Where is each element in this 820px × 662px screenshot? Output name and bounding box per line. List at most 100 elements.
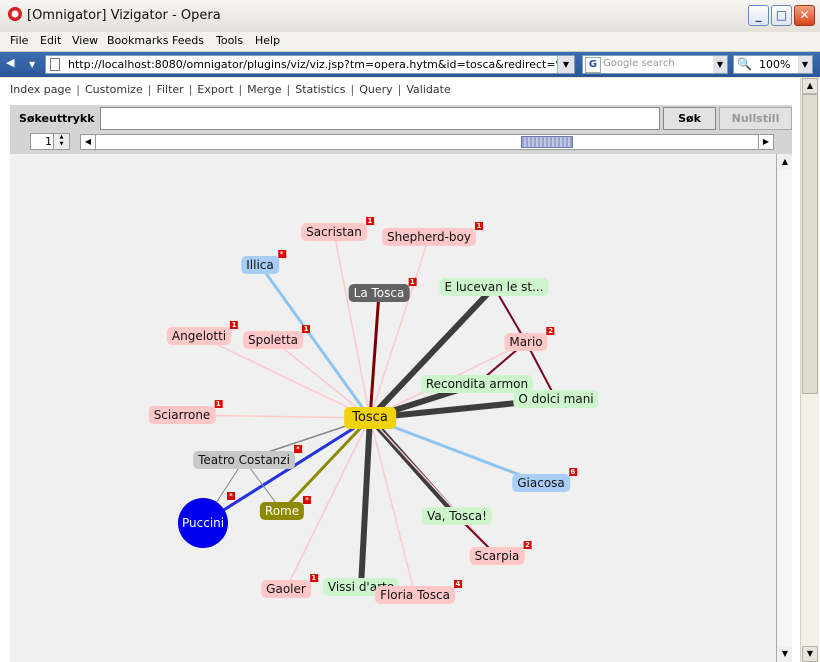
page-scrollbar[interactable]: ▲ ▼	[800, 78, 819, 662]
edge-tosca-elucevan	[367, 284, 497, 421]
web-search-placeholder[interactable]: Google search	[603, 58, 675, 69]
edge-tosca-puccini	[202, 416, 371, 525]
page-scroll-thumb[interactable]	[802, 94, 818, 394]
url-field[interactable]: http://localhost:8080/omnigator/plugins/…	[45, 55, 575, 74]
topic-node-label: Angelotti	[171, 329, 227, 343]
address-toolbar: ◀ ▼ http://localhost:8080/omnigator/plug…	[0, 52, 820, 77]
close-button[interactable]: ✕	[794, 5, 815, 26]
menu-bookmarks[interactable]: Bookmarks	[107, 34, 169, 47]
topic-node-teatro[interactable]: Teatro Costanzi*	[193, 445, 302, 469]
scroll-down-icon[interactable]: ▼	[781, 649, 789, 658]
window-title: [Omnigator] Vizigator - Opera	[27, 8, 221, 23]
topic-node-puccini[interactable]: Puccini*	[178, 492, 235, 548]
hidden-associations-badge[interactable]: 1	[474, 222, 483, 230]
edge-tosca-sacristan	[333, 231, 371, 419]
edge-tosca-floria	[369, 417, 416, 596]
topic-node-tosca[interactable]: Tosca	[344, 407, 396, 429]
menu-edit[interactable]: Edit	[40, 34, 62, 47]
canvas-scroll-track[interactable]	[777, 170, 792, 646]
edge-tosca-spoletta	[272, 339, 371, 419]
hidden-associations-badge[interactable]: 1	[408, 278, 417, 286]
locality-spinner[interactable]: 1 ▲▼	[30, 133, 70, 150]
topic-node-label: Va, Tosca!	[427, 509, 487, 523]
url-history-dropdown-icon[interactable]: ▼	[557, 56, 574, 73]
search-engine-dropdown-icon[interactable]: ▼	[713, 56, 727, 73]
zoom-scroll-thumb[interactable]	[521, 136, 573, 148]
web-search-field[interactable]: G Google search ▼	[582, 55, 728, 74]
spinner-arrows-icon[interactable]: ▲▼	[53, 134, 69, 149]
nav-merge[interactable]: Merge	[247, 83, 282, 96]
topic-node-elucevan[interactable]: E lucevan le st...	[439, 278, 549, 296]
nav-customize[interactable]: Customize	[84, 83, 143, 96]
zoom-value: 100%	[759, 58, 791, 71]
hidden-associations-badge[interactable]: *	[293, 445, 302, 453]
nav-query[interactable]: Query	[359, 83, 393, 96]
scroll-left-icon[interactable]: ◀	[81, 135, 96, 149]
topic-node-odolci[interactable]: O dolci mani	[513, 390, 599, 408]
nav-statistics[interactable]: Statistics	[295, 83, 346, 96]
topic-node-label: La Tosca	[353, 286, 405, 300]
edge-mario-elucevan	[493, 286, 527, 343]
menu-tools[interactable]: Tools	[216, 34, 244, 47]
nav-validate[interactable]: Validate	[406, 83, 451, 96]
search-input[interactable]	[100, 107, 660, 130]
search-label: Søkeuttrykk	[19, 112, 95, 125]
hidden-associations-badge[interactable]: *	[277, 250, 286, 258]
edge-tosca-vissi	[358, 417, 373, 588]
google-icon: G	[585, 57, 601, 73]
topic-node-label: Rome	[264, 504, 300, 518]
search-button[interactable]: Søk	[663, 107, 716, 130]
nav-index-page[interactable]: Index page	[10, 83, 72, 96]
page-scroll-up-icon[interactable]: ▲	[802, 78, 818, 94]
zoom-dropdown-icon[interactable]: ▼	[798, 56, 812, 73]
scroll-up-icon[interactable]: ▲	[781, 157, 789, 166]
topic-node-recondita[interactable]: Recondita armon	[420, 375, 534, 393]
topic-node-vatosca[interactable]: Va, Tosca!	[422, 507, 492, 525]
hidden-associations-badge[interactable]: 1	[365, 217, 374, 225]
reset-button[interactable]: Nullstill	[719, 107, 792, 130]
hidden-associations-badge[interactable]: 4	[453, 580, 462, 588]
zoom-scrollbar[interactable]: ◀ ▶	[80, 134, 774, 150]
nav-export[interactable]: Export	[197, 83, 234, 96]
hidden-associations-badge[interactable]: 1	[309, 574, 318, 582]
hidden-associations-badge[interactable]: 1	[302, 325, 311, 333]
topic-node-illica[interactable]: Illica*	[241, 250, 286, 274]
back-history-dropdown-icon[interactable]: ▼	[29, 60, 36, 69]
menu-view[interactable]: View	[72, 34, 99, 47]
menu-feeds[interactable]: Feeds	[172, 34, 204, 47]
minimize-button[interactable]: _	[748, 5, 769, 26]
menu-help[interactable]: Help	[255, 34, 281, 47]
hidden-associations-badge[interactable]: 2	[546, 327, 555, 335]
vizigator-toolbar: Søkeuttrykk Søk Nullstill 1 ▲▼ ◀ ▶	[10, 105, 792, 154]
scroll-right-icon[interactable]: ▶	[758, 135, 773, 149]
back-arrow-icon[interactable]: ◀	[6, 56, 15, 69]
zoom-select[interactable]: 🔍 100% ▼	[733, 55, 813, 74]
canvas-scrollbar[interactable]: ▲ ▼	[776, 154, 792, 662]
hidden-associations-badge[interactable]: *	[303, 496, 312, 504]
hidden-associations-badge[interactable]: 6	[568, 468, 577, 476]
hidden-associations-badge[interactable]: *	[227, 492, 235, 500]
hidden-associations-badge[interactable]: 1	[230, 321, 239, 329]
hidden-associations-badge[interactable]: 2	[523, 541, 532, 549]
nav-separator: |	[350, 83, 355, 96]
topic-node-rome[interactable]: Rome*	[259, 496, 312, 520]
url-text[interactable]: http://localhost:8080/omnigator/plugins/…	[68, 58, 558, 71]
page-scroll-down-icon[interactable]: ▼	[802, 646, 818, 662]
nav-filter[interactable]: Filter	[156, 83, 184, 96]
maximize-button[interactable]: □	[771, 5, 792, 26]
menu-file[interactable]: File	[10, 34, 29, 47]
hidden-associations-badge[interactable]: 1	[214, 400, 223, 408]
